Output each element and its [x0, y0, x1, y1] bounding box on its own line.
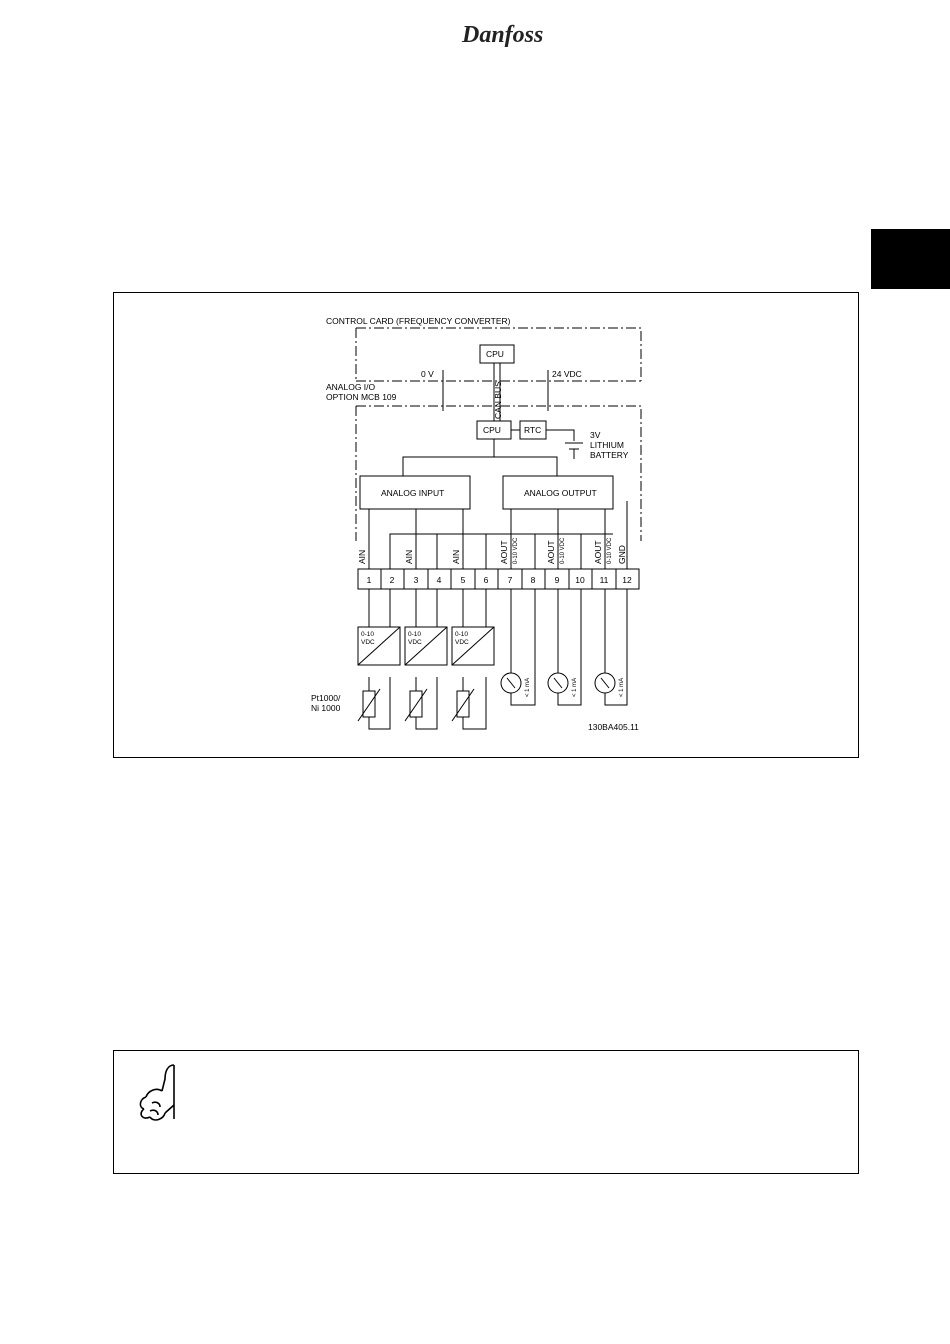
- terminal-5: 5: [461, 575, 466, 585]
- option-label-2: OPTION MCB 109: [326, 392, 397, 402]
- analog-output-label: ANALOG OUTPUT: [524, 488, 597, 498]
- range-label-7: 0-10 VDC: [513, 537, 519, 564]
- sensor-label-2: Ni 1000: [311, 703, 341, 713]
- gnd-label: GND: [617, 545, 627, 564]
- terminal-10: 10: [575, 575, 585, 585]
- cpu-bottom-label: CPU: [483, 425, 501, 435]
- pointing-hand-icon: [139, 1064, 175, 1121]
- chapter-tab: [871, 229, 950, 289]
- terminal-6: 6: [484, 575, 489, 585]
- terminal-1: 1: [367, 575, 372, 585]
- terminal-2: 2: [390, 575, 395, 585]
- terminal-12: 12: [622, 575, 632, 585]
- terminal-4: 4: [437, 575, 442, 585]
- aout-label-9: AOUT: [546, 540, 556, 564]
- terminal-11: 11: [600, 575, 609, 585]
- range-label-11: 0-10 VDC: [607, 537, 613, 564]
- converter-3-label-2: VDC: [455, 639, 469, 646]
- sensor-label-1: Pt1000/: [311, 693, 341, 703]
- ain-label-5: AIN: [451, 550, 461, 564]
- terminal-8: 8: [531, 575, 536, 585]
- meter-label-12: < 1 mA: [619, 678, 625, 697]
- converter-1-label-1: 0-10: [361, 631, 374, 638]
- control-card-label: CONTROL CARD (FREQUENCY CONVERTER): [326, 316, 511, 326]
- aout-label-7: AOUT: [499, 540, 509, 564]
- meter-label-8: < 1 mA: [525, 678, 531, 697]
- battery-label-1: 3V: [590, 430, 601, 440]
- cpu-top-label: CPU: [486, 349, 504, 359]
- ain-label-1: AIN: [357, 550, 367, 564]
- aout-label-11: AOUT: [593, 540, 603, 564]
- meter-label-10: < 1 mA: [572, 678, 578, 697]
- range-label-9: 0-10 VDC: [560, 537, 566, 564]
- terminal-3: 3: [414, 575, 419, 585]
- terminal-9: 9: [555, 575, 560, 585]
- zero-v-label: 0 V: [421, 369, 434, 379]
- can-bus-label: CAN BUS: [493, 381, 503, 419]
- analog-input-label: ANALOG INPUT: [381, 488, 444, 498]
- battery-label-2: LITHIUM: [590, 440, 624, 450]
- ain-label-3: AIN: [404, 550, 414, 564]
- rtc-label: RTC: [524, 425, 541, 435]
- terminal-7: 7: [508, 575, 513, 585]
- converter-2-label-2: VDC: [408, 639, 422, 646]
- danfoss-logo: Danfoss: [462, 22, 544, 48]
- figure-id: 130BA405.11: [588, 722, 639, 732]
- converter-3-label-1: 0-10: [455, 631, 468, 638]
- option-label-1: ANALOG I/O: [326, 382, 376, 392]
- vdc24-label: 24 VDC: [552, 369, 582, 379]
- converter-2-label-1: 0-10: [408, 631, 421, 638]
- battery-label-3: BATTERY: [590, 450, 629, 460]
- wiring-diagram: CONTROL CARD (FREQUENCY CONVERTER) ANALO…: [311, 316, 642, 732]
- wiring-diagram-figure: CONTROL CARD (FREQUENCY CONVERTER) ANALO…: [113, 292, 859, 758]
- note-box: [113, 1050, 859, 1174]
- converter-1-label-2: VDC: [361, 639, 375, 646]
